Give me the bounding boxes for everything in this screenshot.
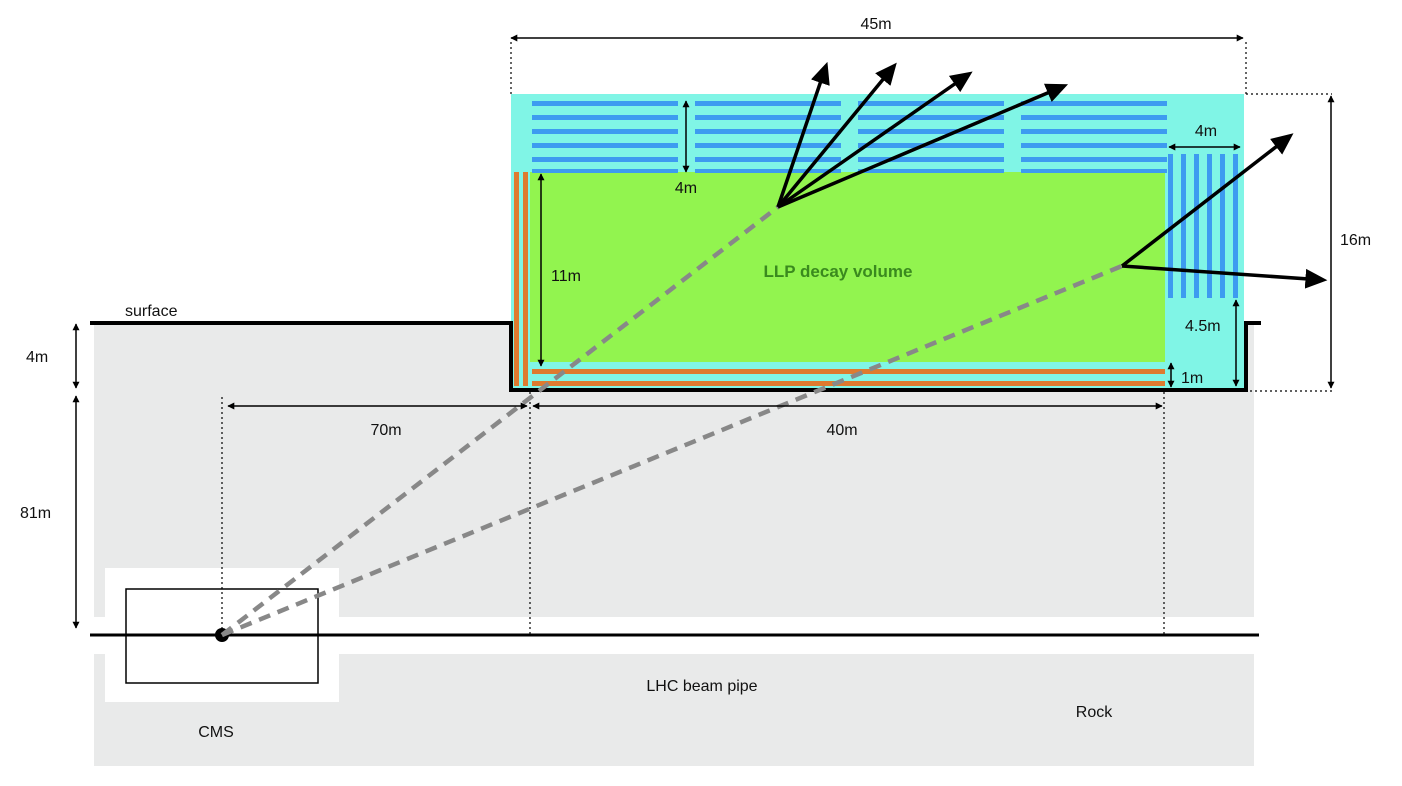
decay-products xyxy=(776,61,1328,289)
detector-building: LLP decay volume xyxy=(511,94,1244,391)
floor-scintillator-layers xyxy=(532,369,1165,386)
surface-label: surface xyxy=(125,303,178,320)
dim-side-gap: 4.5m xyxy=(1185,318,1221,335)
dim-decay-height: 11m xyxy=(551,268,581,285)
dimension-labels: 45m 4m 4m 11m 16m 4.5m 1m 4m 81m 70m 40m xyxy=(20,16,1371,522)
side-tracking-layers xyxy=(1168,154,1238,298)
dim-side-layers-width: 4m xyxy=(1195,123,1217,140)
rock-label: Rock xyxy=(1076,704,1113,721)
dim-top-layers-height: 4m xyxy=(675,180,697,197)
dim-surface-depth: 4m xyxy=(26,349,48,366)
llp-tracks xyxy=(220,205,1123,638)
dim-total-width: 45m xyxy=(860,16,891,33)
dim-total-height: 16m xyxy=(1340,232,1371,249)
reference-lines xyxy=(221,42,1332,635)
dim-floor-gap: 1m xyxy=(1181,370,1203,387)
wall-scintillator-layers xyxy=(514,172,528,386)
dimension-arrows xyxy=(72,34,1335,629)
beam-pipe-label: LHC beam pipe xyxy=(646,678,757,695)
decay-volume-region xyxy=(530,172,1165,362)
dim-depth-to-beam: 81m xyxy=(20,505,51,522)
top-tracking-layers xyxy=(532,101,1167,173)
surface-line xyxy=(90,321,1261,392)
dim-cms-distance: 70m xyxy=(370,422,401,439)
region-labels: surface Rock CMS LHC beam pipe xyxy=(125,303,1113,741)
decay-volume-label: LLP decay volume xyxy=(764,262,913,281)
dim-decay-length: 40m xyxy=(826,422,857,439)
cms-label: CMS xyxy=(198,724,234,741)
